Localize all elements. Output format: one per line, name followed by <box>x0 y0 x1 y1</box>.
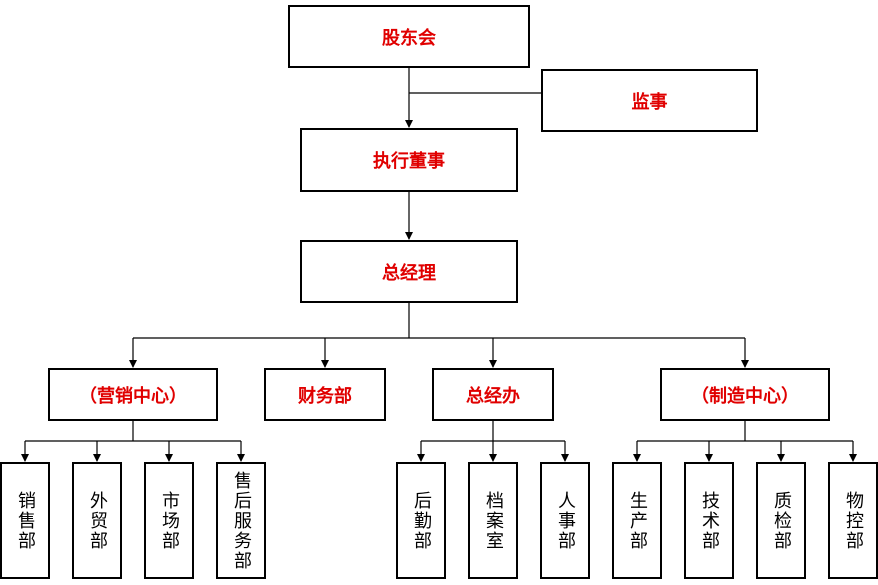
dept-logistics-box: 后勤部 <box>396 462 446 579</box>
dept-quality-box: 质检部 <box>756 462 806 579</box>
supervisor-box: 监事 <box>541 69 758 132</box>
dept-archives-label: 档案室 <box>483 490 504 551</box>
dept-production-box: 生产部 <box>612 462 662 579</box>
shareholders-box: 股东会 <box>288 5 530 68</box>
dept-sales-label: 销售部 <box>15 490 36 551</box>
supervisor-label: 监事 <box>631 91 668 113</box>
manufacturing-center-label: （制造中心） <box>691 385 799 407</box>
dept-foreign-trade-box: 外贸部 <box>72 462 122 579</box>
dept-material-control-label: 物控部 <box>843 490 864 551</box>
gm-office-label: 总经办 <box>466 385 520 407</box>
dept-after-sales-label: 售后服务部 <box>231 470 252 571</box>
dept-hr-box: 人事部 <box>540 462 590 579</box>
shareholders-label: 股东会 <box>382 27 436 49</box>
executive-director-box: 执行董事 <box>300 128 518 192</box>
general-manager-box: 总经理 <box>300 240 518 303</box>
finance-box: 财务部 <box>264 368 386 421</box>
dept-hr-label: 人事部 <box>555 490 576 551</box>
general-manager-label: 总经理 <box>382 262 436 284</box>
dept-technology-box: 技术部 <box>684 462 734 579</box>
dept-logistics-label: 后勤部 <box>411 490 432 551</box>
marketing-center-box: （营销中心） <box>48 368 218 421</box>
marketing-center-label: （营销中心） <box>79 385 187 407</box>
finance-label: 财务部 <box>298 385 352 407</box>
dept-technology-label: 技术部 <box>699 490 720 551</box>
dept-quality-label: 质检部 <box>771 490 792 551</box>
dept-archives-box: 档案室 <box>468 462 518 579</box>
dept-market-label: 市场部 <box>159 490 180 551</box>
dept-production-label: 生产部 <box>627 490 648 551</box>
dept-market-box: 市场部 <box>144 462 194 579</box>
gm-office-box: 总经办 <box>432 368 554 421</box>
dept-material-control-box: 物控部 <box>828 462 878 579</box>
dept-foreign-trade-label: 外贸部 <box>87 490 108 551</box>
manufacturing-center-box: （制造中心） <box>660 368 830 421</box>
executive-director-label: 执行董事 <box>373 151 445 172</box>
dept-sales-box: 销售部 <box>0 462 50 579</box>
dept-after-sales-box: 售后服务部 <box>216 462 266 579</box>
